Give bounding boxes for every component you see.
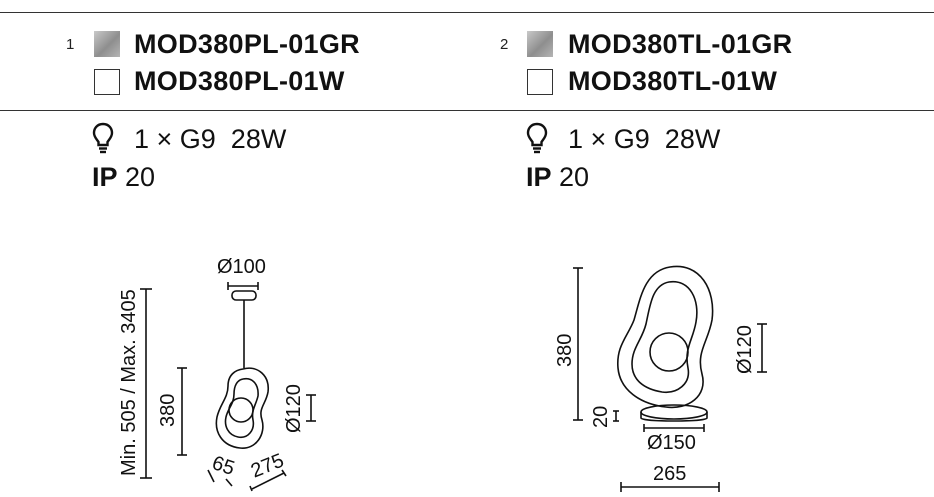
table-lamp-globe bbox=[649, 332, 689, 372]
lightbulb-icon bbox=[526, 122, 548, 154]
pendant-drawing bbox=[140, 282, 316, 492]
lightbulb-icon bbox=[92, 122, 114, 154]
table-lamp-shade-inner bbox=[631, 281, 698, 393]
middle-rule bbox=[0, 110, 934, 111]
white-finish-swatch bbox=[527, 69, 553, 95]
dim-diameter-globe: Ø120 bbox=[283, 384, 305, 433]
product-index: 2 bbox=[500, 36, 509, 53]
dim-diameter-globe: Ø120 bbox=[734, 325, 756, 374]
ip-rating: IP 20 bbox=[526, 162, 589, 193]
pendant-shade-outer bbox=[215, 367, 269, 449]
lamp-spec: 1 × G9 28W bbox=[568, 124, 721, 154]
lamp-spec: 1 × G9 28W bbox=[134, 124, 287, 154]
ip-value: 20 bbox=[559, 162, 590, 192]
grey-finish-swatch bbox=[527, 31, 553, 57]
product-code: MOD380PL-01W bbox=[134, 66, 345, 96]
product-code: MOD380PL-01GR bbox=[134, 29, 360, 59]
ceiling-canopy bbox=[231, 290, 257, 301]
dim-diameter-top: Ø100 bbox=[217, 256, 266, 278]
top-rule bbox=[0, 12, 934, 13]
white-finish-swatch bbox=[94, 69, 120, 95]
table-lamp-shade-outer bbox=[617, 265, 714, 409]
product-code: MOD380TL-01GR bbox=[568, 29, 793, 59]
ip-value: 20 bbox=[125, 162, 156, 192]
dim-height: 380 bbox=[157, 393, 179, 427]
table-lamp-drawing bbox=[573, 265, 767, 492]
product-index: 1 bbox=[66, 36, 75, 53]
product-code: MOD380TL-01W bbox=[568, 66, 778, 96]
pendant-shade-inner bbox=[224, 377, 259, 439]
dim-base-diameter: Ø150 bbox=[647, 432, 696, 454]
dim-width: 265 bbox=[653, 463, 687, 485]
dim-height-range: Min. 505 / Max. 3405 bbox=[118, 289, 140, 476]
pendant-globe bbox=[228, 397, 254, 423]
grey-finish-swatch bbox=[94, 31, 120, 57]
ip-label: IP bbox=[526, 162, 552, 192]
dim-base-height: 20 bbox=[590, 405, 612, 428]
ip-rating: IP 20 bbox=[92, 162, 155, 193]
dim-height: 380 bbox=[554, 333, 576, 367]
ip-label: IP bbox=[92, 162, 118, 192]
